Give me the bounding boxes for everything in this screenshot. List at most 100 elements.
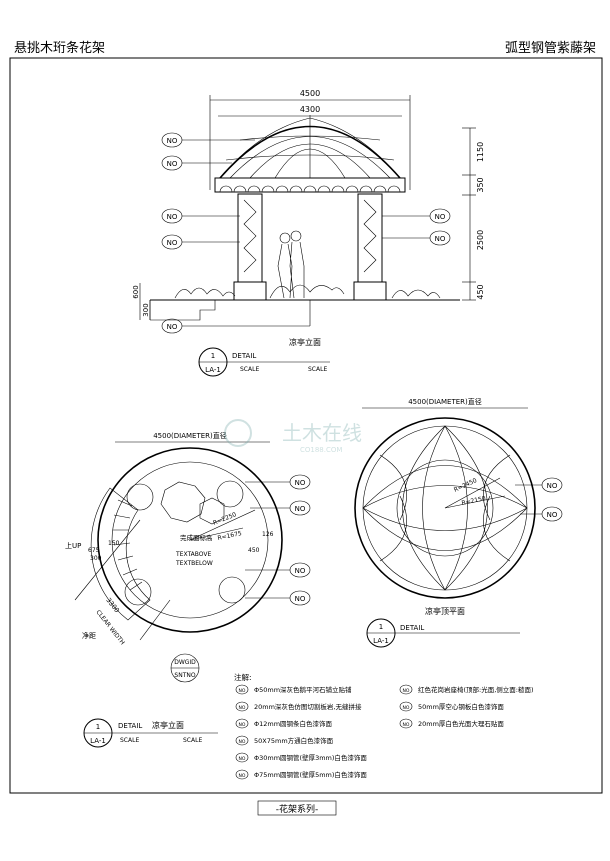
plan-text-above: TEXTABOVE	[175, 551, 211, 558]
roof-caption: 凉亭顶平面	[425, 606, 465, 616]
watermark: 土木在线 CO188.COM	[224, 419, 362, 454]
note-left-tag-3	[235, 735, 249, 746]
plan-detail-bubble: 1 LA-1 DETAIL 凉亭立面 SCALE SCALE	[83, 718, 218, 748]
svg-text:150: 150	[108, 540, 120, 547]
elevation-detail-bubble: 1 LA-1 DETAIL SCALE SCALE	[198, 347, 330, 377]
note-left-item-5: Φ75mm圆钢管(壁厚5mm)白色漆饰面	[254, 770, 367, 779]
svg-text:675: 675	[88, 547, 100, 554]
note-right-tag-2	[399, 718, 413, 729]
note-right-tag-1	[399, 701, 413, 712]
svg-text:NO: NO	[167, 239, 178, 247]
plan-up-label: 上UP	[65, 541, 81, 550]
svg-text:NO: NO	[295, 595, 306, 603]
note-left-tag-4	[235, 752, 249, 763]
svg-text:LA-1: LA-1	[90, 737, 106, 745]
note-right-item-1: 50mm厚空心钢板白色漆饰面	[418, 702, 504, 711]
note-left-tag-0	[235, 684, 249, 695]
tags-plan: NO NO NO NO	[245, 474, 311, 606]
svg-text:土木在线: 土木在线	[282, 421, 362, 445]
note-right-item-2: 20mm厚白色光面大理石贴面	[418, 719, 504, 728]
svg-text:SCALE: SCALE	[183, 737, 202, 744]
note-left-tag-2	[235, 718, 249, 729]
svg-text:DWGID: DWGID	[174, 659, 196, 666]
svg-text:SCALE: SCALE	[308, 366, 327, 373]
svg-text:SCALE: SCALE	[120, 737, 139, 744]
note-right-tag-0	[399, 684, 413, 695]
note-left-tag-5	[235, 769, 249, 780]
svg-text:NO: NO	[435, 213, 446, 221]
svg-text:DETAIL: DETAIL	[118, 722, 142, 730]
svg-text:NO: NO	[167, 160, 178, 168]
footer-label: -花架系列-	[276, 803, 319, 815]
note-left-tag-1	[235, 701, 249, 712]
svg-text:450: 450	[248, 547, 260, 554]
svg-text:DETAIL: DETAIL	[400, 624, 424, 632]
dim-column: 2500	[476, 230, 485, 250]
svg-text:R=2450: R=2450	[453, 477, 478, 494]
title-right: 弧型钢管紫藤架	[505, 41, 596, 56]
note-right-tag-label-2: NO	[403, 722, 410, 728]
svg-text:净距: 净距	[82, 631, 96, 640]
svg-text:NO: NO	[167, 137, 178, 145]
elevation-caption: 凉亭立面	[289, 337, 321, 347]
note-left-tag-label-2: NO	[239, 722, 246, 728]
svg-text:SCALE: SCALE	[240, 366, 259, 373]
notes-right-column: NO 红色花岗岩座椅(顶部:光面,侧立面:糙面) NO 50mm厚空心钢板白色漆饰面 N…	[399, 684, 534, 729]
dim-inner: 4300	[300, 105, 320, 114]
plan-title-dim: 4500(DIAMETER)直径	[153, 431, 227, 440]
svg-text:126: 126	[262, 531, 274, 538]
note-left-tag-label-3: NO	[239, 739, 246, 745]
svg-text:R=2150: R=2150	[461, 495, 487, 507]
note-left-item-4: Φ30mm圆钢管(壁厚3mm)白色漆饰面	[254, 753, 367, 762]
dim-step1: 300	[142, 303, 150, 316]
plan-view: 4500(DIAMETER)直径 上UP 完成面标高 TEXTABOVE TEX…	[65, 431, 283, 683]
svg-text:R=2250: R=2250	[212, 511, 237, 527]
note-left-tag-label-0: NO	[239, 688, 246, 694]
note-right-tag-label-1: NO	[403, 705, 410, 711]
dim-dome: 1150	[476, 142, 485, 162]
svg-text:LA-1: LA-1	[373, 637, 389, 645]
dim-base: 450	[476, 284, 485, 299]
svg-text:NO: NO	[547, 511, 558, 519]
plan-finish-label: 完成面标高	[180, 533, 213, 542]
roof-title-dim: 4500(DIAMETER)直径	[408, 397, 482, 406]
svg-text:1: 1	[211, 352, 215, 360]
svg-text:DETAIL: DETAIL	[232, 352, 256, 360]
notes-heading: 注解:	[234, 672, 252, 682]
svg-text:NO: NO	[167, 213, 178, 221]
note-left-item-3: 50X75mm方通白色漆饰面	[254, 736, 334, 745]
svg-text:NO: NO	[435, 235, 446, 243]
roof-plan-view: 4500(DIAMETER)直径 R=2450 R=2150 NO NO 凉亭顶…	[354, 397, 563, 648]
note-left-item-1: 20mm深灰色仿图切割板岩,无缝拼接	[254, 702, 362, 711]
svg-text:CO188.COM: CO188.COM	[300, 446, 342, 454]
svg-text:NO: NO	[167, 323, 178, 331]
note-left-tag-label-5: NO	[239, 773, 246, 779]
svg-text:SNTNO: SNTNO	[174, 672, 195, 679]
svg-text:NO: NO	[295, 567, 306, 575]
elevation-view: 4500 4300 1150 350 2500 450 600 300	[132, 89, 485, 321]
note-right-item-0: 红色花岗岩座椅(顶部:光面,侧立面:糙面)	[418, 685, 534, 694]
svg-text:1: 1	[96, 723, 100, 731]
footer-box	[257, 800, 337, 816]
svg-text:凉亭立面: 凉亭立面	[152, 720, 184, 730]
note-left-item-2: Φ12mm圆钢条白色漆饰面	[254, 719, 333, 728]
title-left: 悬挑木珩条花架	[14, 40, 105, 56]
svg-text:1: 1	[379, 623, 383, 631]
note-left-tag-label-4: NO	[239, 756, 246, 762]
tags-elevation-left: NO NO NO NO NO	[161, 132, 311, 334]
notes-legend: 注解:	[234, 672, 252, 682]
dim-step2: 600	[132, 285, 140, 298]
svg-text:300: 300	[90, 555, 102, 562]
tags-elevation-right: NO NO	[382, 208, 451, 246]
svg-text:NO: NO	[547, 482, 558, 490]
svg-text:NO: NO	[295, 479, 306, 487]
dim-ring: 350	[476, 177, 485, 192]
ring-arches	[219, 185, 401, 193]
note-right-tag-label-0: NO	[403, 688, 410, 694]
svg-text:R=1675: R=1675	[217, 530, 243, 542]
dim-total: 4500	[300, 89, 320, 98]
svg-text:NO: NO	[295, 505, 306, 513]
svg-text:LA-1: LA-1	[205, 366, 221, 374]
